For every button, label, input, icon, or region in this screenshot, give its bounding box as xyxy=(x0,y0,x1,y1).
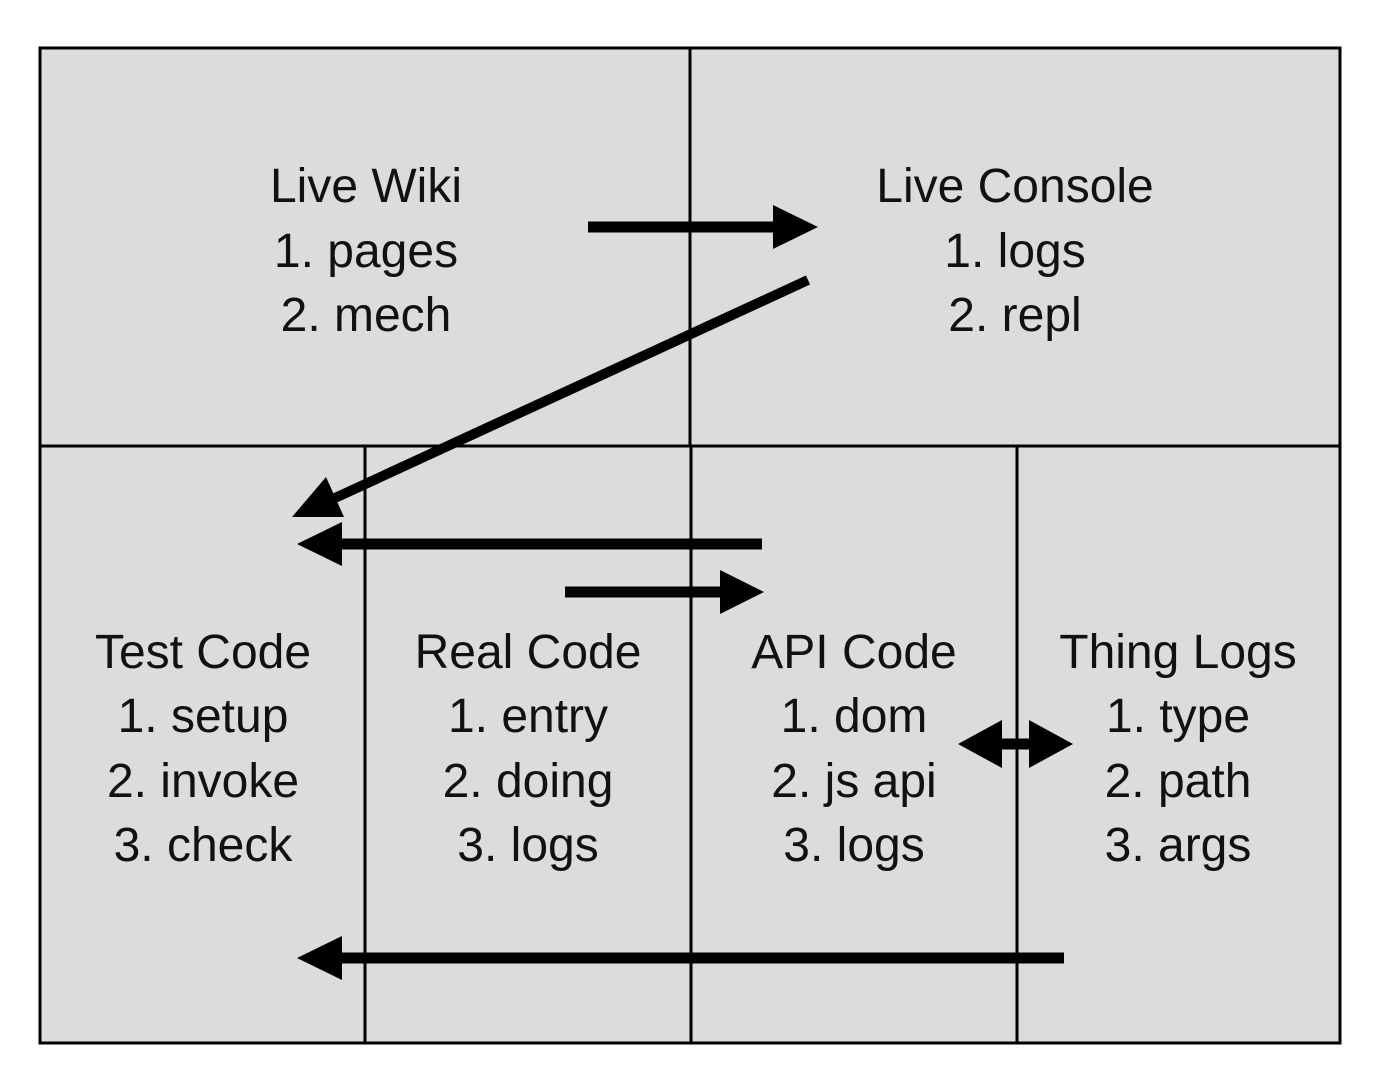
arrow-thing-logs-to-test-code xyxy=(297,936,1064,980)
panel-live-wiki: Live Wiki 1. pages 2. mech xyxy=(270,160,462,342)
panel-item: 2. invoke xyxy=(107,755,299,808)
arrow-real-code-to-api-code xyxy=(565,570,764,614)
panel-real-code: Real Code 1. entry 2. doing 3. logs xyxy=(415,626,642,872)
panel-title: Real Code xyxy=(415,626,642,679)
panel-item: 3. args xyxy=(1105,819,1252,872)
arrow-live-console-to-test-code xyxy=(292,275,811,517)
panel-item: 1. entry xyxy=(448,690,608,743)
panel-title: Test Code xyxy=(95,626,311,679)
panel-item: 2. path xyxy=(1105,755,1252,808)
panel-item: 1. logs xyxy=(944,225,1085,278)
panel-item: 3. check xyxy=(114,819,294,872)
panel-title: Live Wiki xyxy=(270,160,462,213)
panel-item: 3. logs xyxy=(457,819,598,872)
panel-live-console: Live Console 1. logs 2. repl xyxy=(876,160,1154,342)
panel-item: 1. dom xyxy=(781,690,928,743)
arrow-api-code-thing-logs-bidirectional xyxy=(958,720,1073,768)
panel-item: 3. logs xyxy=(783,819,924,872)
panel-test-code: Test Code 1. setup 2. invoke 3. check xyxy=(95,626,311,872)
panel-title: Thing Logs xyxy=(1059,626,1297,679)
panel-item: 2. repl xyxy=(948,289,1081,342)
panel-item: 1. type xyxy=(1106,690,1250,743)
panel-item: 1. setup xyxy=(118,690,289,743)
panel-item: 2. js api xyxy=(771,755,936,808)
panel-title: API Code xyxy=(751,626,956,679)
panel-thing-logs: Thing Logs 1. type 2. path 3. args xyxy=(1059,626,1297,872)
panel-item: 1. pages xyxy=(274,225,458,278)
panel-item: 2. mech xyxy=(281,289,452,342)
panel-item: 2. doing xyxy=(443,755,614,808)
panel-title: Live Console xyxy=(876,160,1154,213)
panel-api-code: API Code 1. dom 2. js api 3. logs xyxy=(751,626,956,872)
arrow-api-code-to-test-code xyxy=(297,522,762,566)
arrow-live-wiki-to-live-console xyxy=(588,205,818,249)
